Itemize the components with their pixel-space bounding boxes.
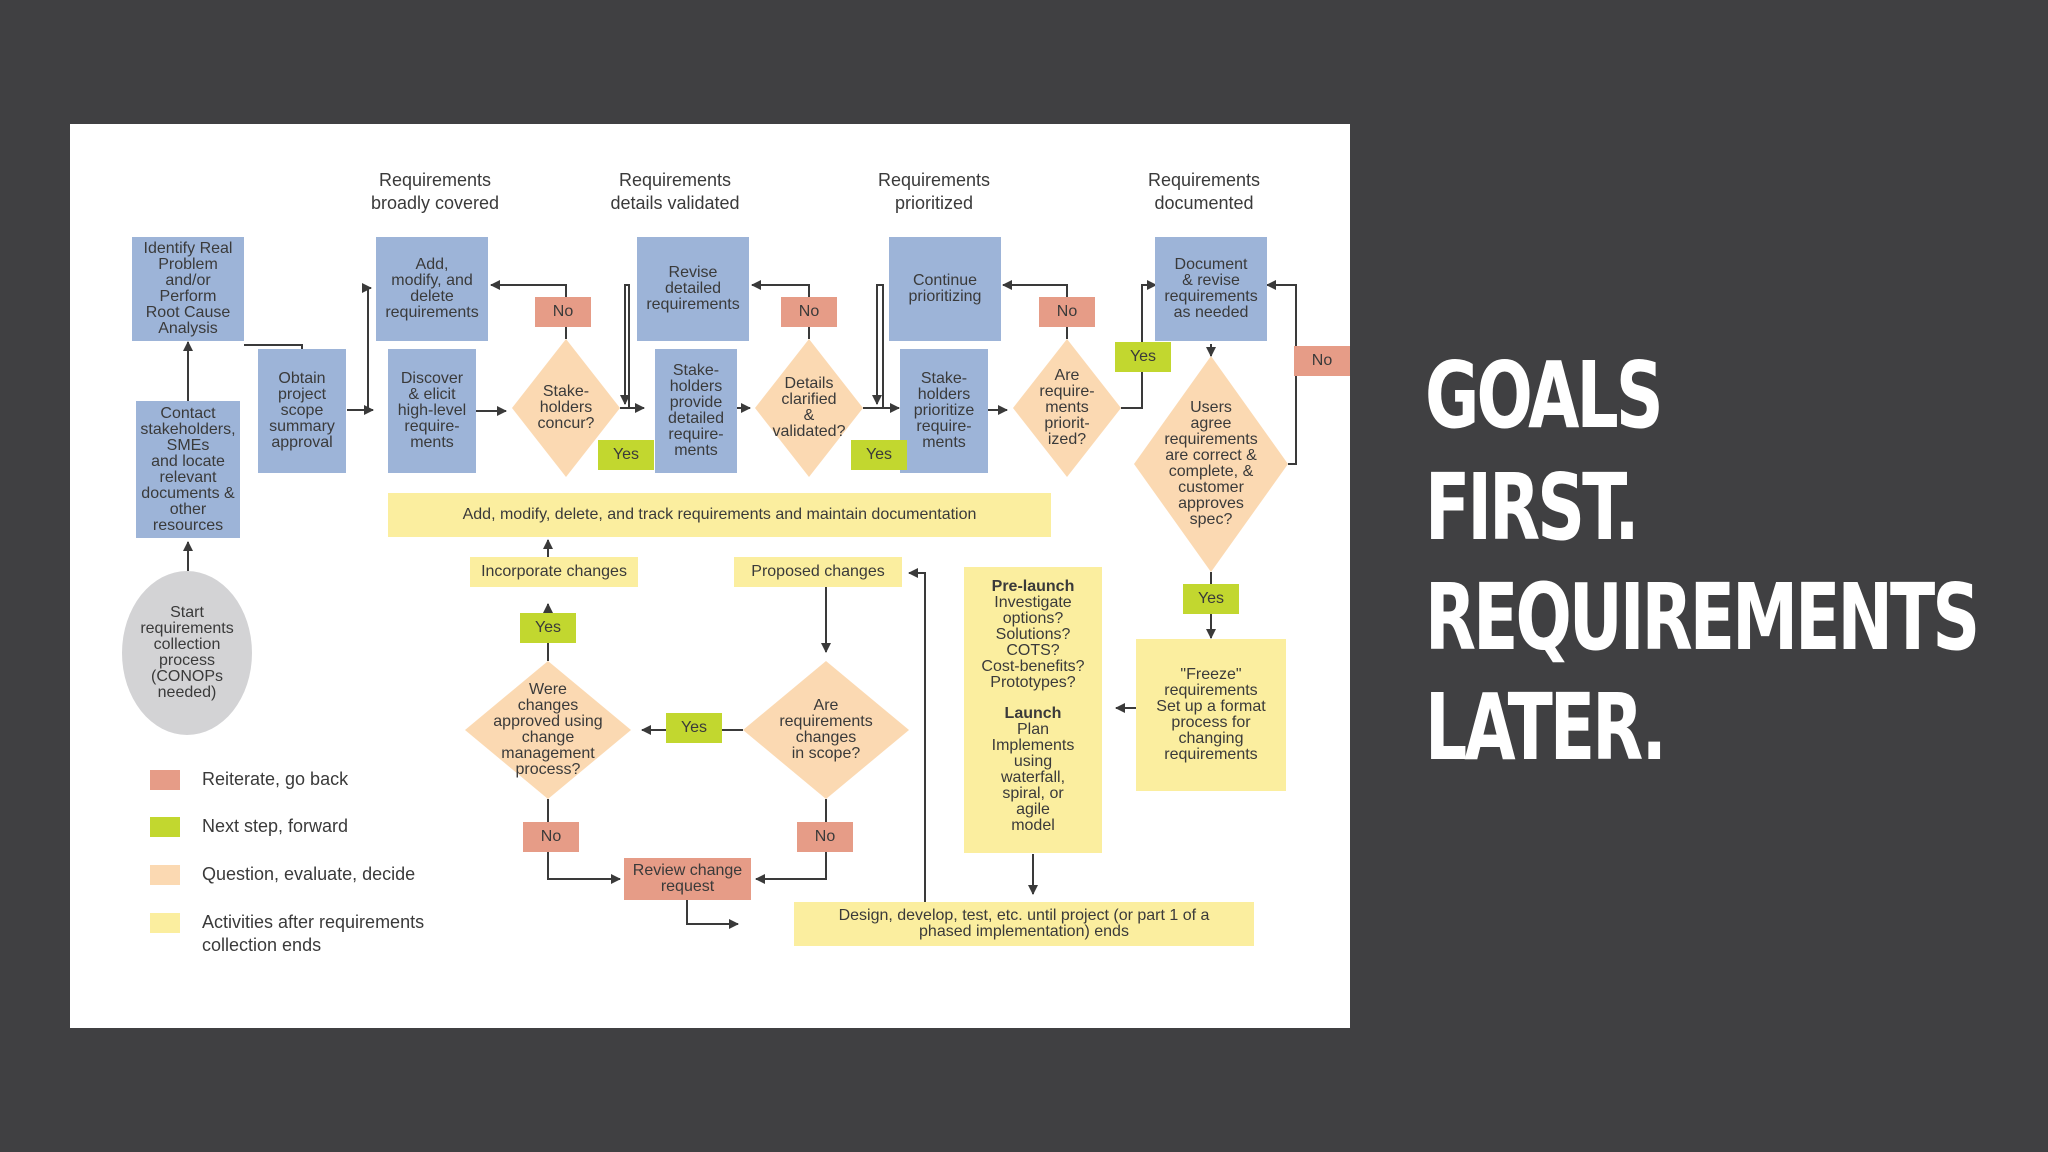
legend-label-activities: Activities after requirements collection…	[202, 912, 425, 955]
clarified-yes-tag: Yes	[851, 440, 907, 470]
prioritized-diamond	[1013, 339, 1121, 477]
revise-detailed-box: Revise detailed requirements	[637, 237, 749, 341]
prioritized-no-tag: No	[1039, 297, 1095, 327]
clarified-diamond	[755, 339, 863, 477]
stakeholders-prioritize-box: Stake- holders prioritize require- ments	[900, 349, 988, 473]
obtain-approval-box: Obtain project scope summary approval	[258, 349, 346, 473]
launch-body: Plan Implements using waterfall, spiral,…	[991, 721, 1075, 834]
later-heading: LATER.	[1425, 674, 1667, 781]
contact-stakeholders-box: Contact stakeholders, SMEs and locate re…	[136, 401, 240, 538]
in-scope-label: Are requirements changes in scope?	[779, 697, 873, 762]
decision-diamonds	[465, 339, 1288, 799]
document-revise-box: Document & revise requirements as needed	[1155, 237, 1267, 341]
legend-label-question: Question, evaluate, decide	[202, 864, 416, 884]
goals-first-heading: GOALS FIRST.	[1425, 342, 1664, 561]
legend-swatch-reiterate	[150, 770, 180, 790]
approved-no-tag: No	[523, 822, 579, 852]
concur-yes-tag: Yes	[598, 440, 654, 470]
add-modify-box: Add, modify, and delete requirements	[376, 237, 488, 341]
in-scope-yes-tag: Yes	[666, 713, 722, 743]
launch-title: Launch	[1004, 705, 1062, 722]
incorporate-changes-box: Incorporate changes	[470, 557, 638, 587]
concur-diamond	[512, 339, 620, 477]
header-details-validated: Requirements details validated	[610, 170, 740, 213]
legend-swatch-next	[150, 817, 180, 837]
flowchart-figure: Requirements broadly covered Requirement…	[70, 124, 1350, 1028]
legend-swatch-question	[150, 865, 180, 885]
flowchart-connectors	[183, 280, 1297, 929]
header-broadly-covered: Requirements broadly covered	[370, 170, 500, 213]
design-develop-bar: Design, develop, test, etc. until projec…	[794, 902, 1254, 946]
header-documented: Requirements documented	[1147, 170, 1261, 213]
prelaunch-launch-box: Pre-launch Investigate options? Solution…	[964, 567, 1102, 853]
requirements-heading: REQUIREMENTS	[1425, 564, 1980, 671]
in-scope-no-tag: No	[797, 822, 853, 852]
were-approved-label: Were changes approved using change manag…	[493, 681, 603, 778]
continue-prioritizing-box: Continue prioritizing	[889, 237, 1001, 341]
start-oval: Start requirements collection process (C…	[122, 571, 252, 735]
legend-swatch-activities	[150, 913, 180, 933]
stakeholders-provide-box: Stake- holders provide detailed require-…	[655, 349, 737, 473]
prelaunch-title: Pre-launch	[991, 578, 1075, 595]
track-requirements-bar: Add, modify, delete, and track requireme…	[388, 493, 1051, 537]
header-prioritized: Requirements prioritized	[877, 170, 991, 213]
prelaunch-body: Investigate options? Solutions? COTS? Co…	[981, 594, 1085, 691]
connector-lines	[183, 280, 1297, 929]
concur-no-tag: No	[535, 297, 591, 327]
legend-label-next: Next step, forward	[202, 816, 349, 836]
in-scope-diamond	[743, 661, 909, 799]
review-change-box: Review change request	[624, 858, 751, 900]
prioritized-yes-tag: Yes	[1115, 342, 1171, 372]
users-agree-label: Users agree requirements are correct & c…	[1164, 399, 1258, 528]
prioritized-label: Are require- ments priorit- ized?	[1039, 367, 1095, 448]
freeze-requirements-box: "Freeze" requirements Set up a format pr…	[1136, 639, 1286, 791]
approved-yes-tag: Yes	[520, 613, 576, 643]
identify-problem-box: Identify Real Problem and/or Perform Roo…	[132, 237, 244, 341]
concur-label: Stake- holders concur?	[537, 383, 595, 432]
clarified-no-tag: No	[781, 297, 837, 327]
users-agree-yes-tag: Yes	[1183, 584, 1239, 614]
clarified-label: Details clarified & validated?	[772, 375, 846, 440]
users-agree-diamond	[1134, 356, 1288, 572]
legend-label-reiterate: Reiterate, go back	[202, 769, 349, 789]
were-approved-diamond	[465, 661, 631, 799]
users-agree-no-tag: No	[1294, 346, 1350, 376]
proposed-changes-box: Proposed changes	[734, 557, 902, 587]
discover-elicit-box: Discover & elicit high-level require- me…	[388, 349, 476, 473]
